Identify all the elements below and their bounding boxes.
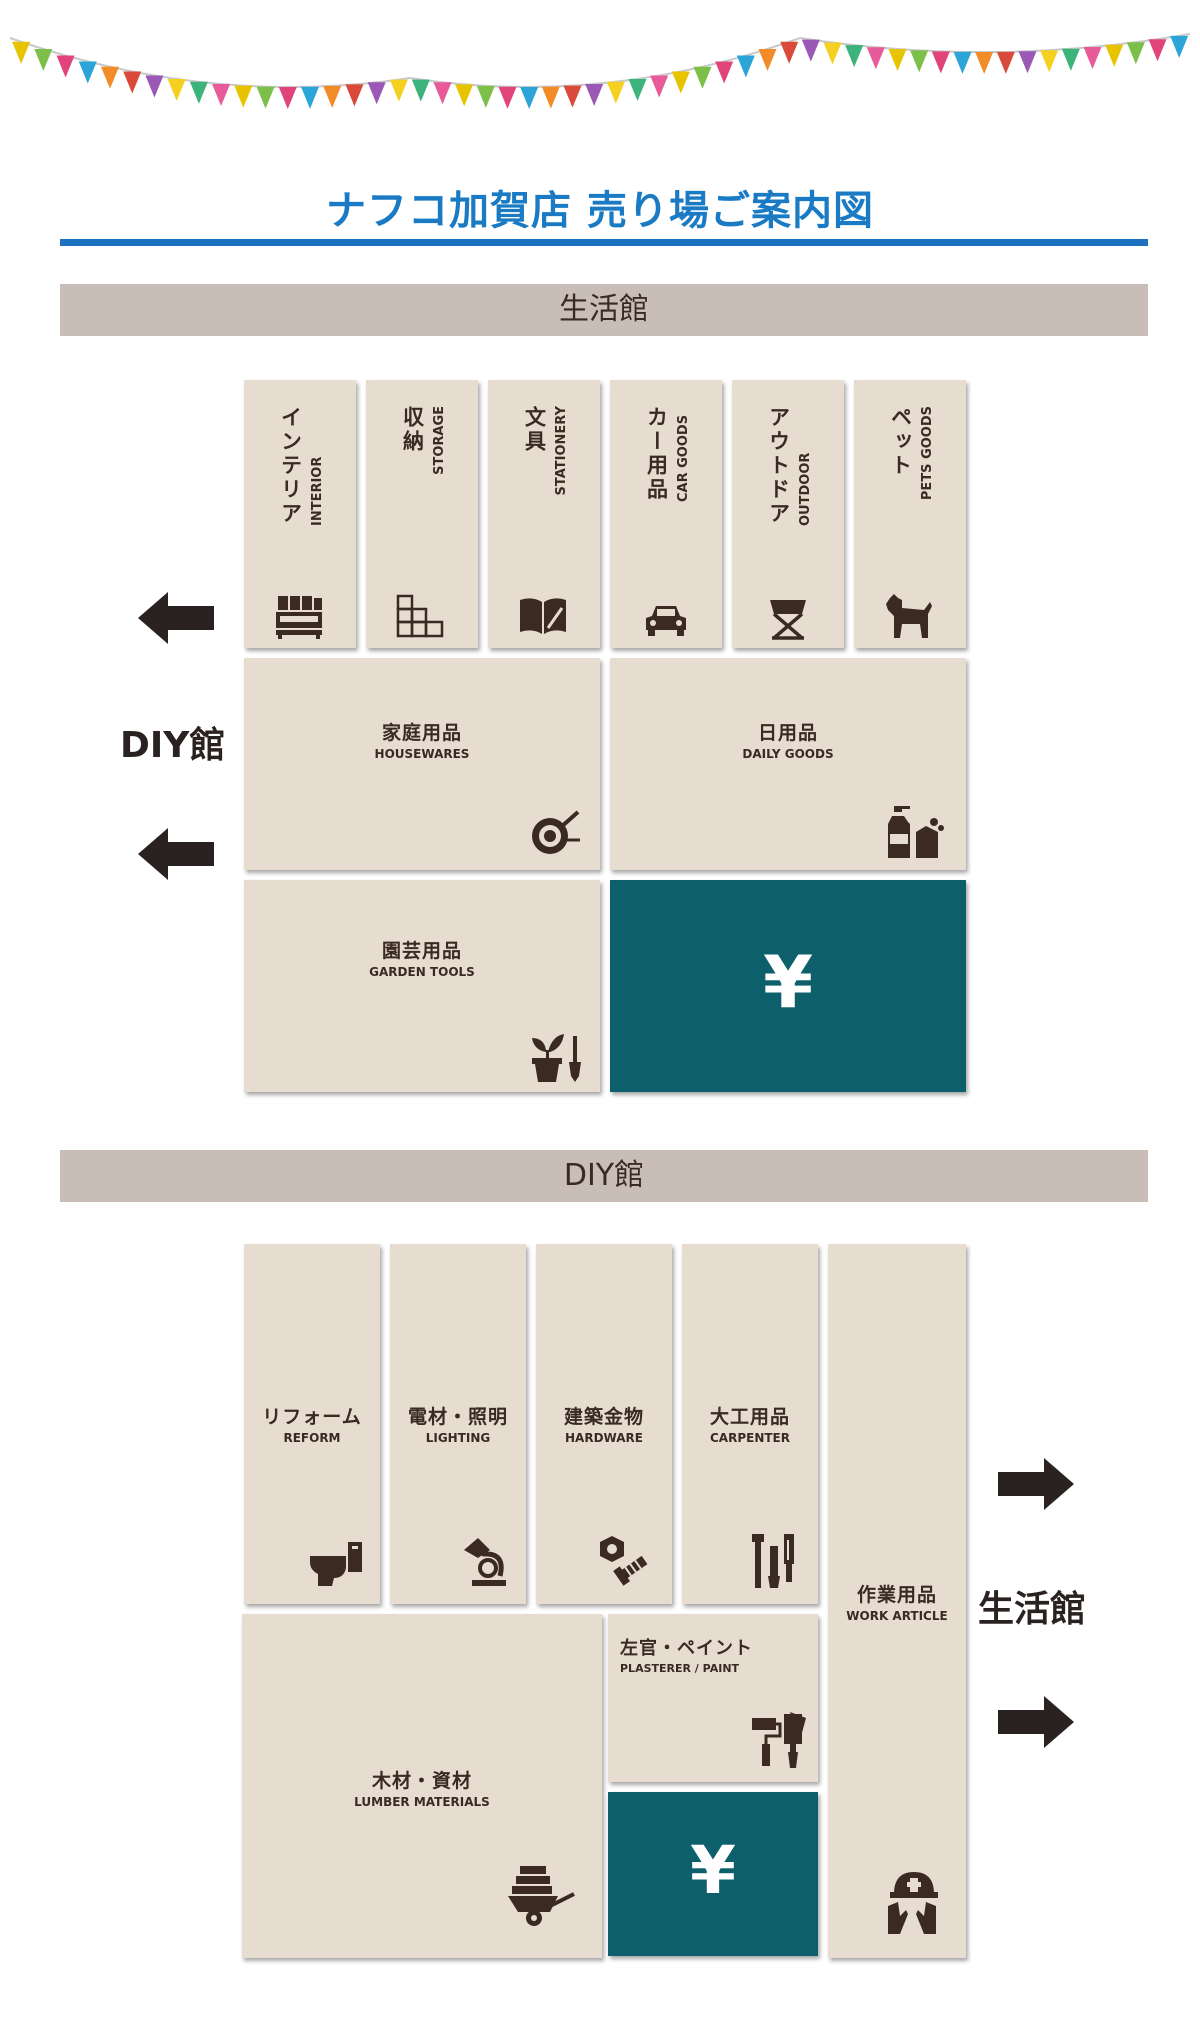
tile-label-jp: 大工用品 bbox=[709, 1406, 790, 1428]
side-label-diy: DIY館 bbox=[120, 725, 226, 766]
tile-label-jp: 作業用品 bbox=[856, 1584, 937, 1606]
arrow-left-icon bbox=[138, 828, 214, 880]
tile-label-en: PLASTERER / PAINT bbox=[620, 1662, 740, 1675]
tile-work-article[interactable]: 作業用品 WORK ARTICLE bbox=[828, 1244, 966, 1958]
bunting-decoration bbox=[9, 33, 1191, 109]
arrow-right-icon bbox=[998, 1696, 1074, 1748]
dog-icon bbox=[886, 594, 932, 638]
bottles-icon bbox=[888, 806, 944, 858]
shelf-icon bbox=[396, 594, 444, 638]
tile-lighting[interactable]: 電材・照明 LIGHTING bbox=[390, 1244, 526, 1604]
tile-label-en: HOUSEWARES bbox=[374, 747, 470, 761]
tile-daily-goods[interactable]: 日用品 DAILY GOODS bbox=[610, 658, 966, 870]
tile-label-jp: 木材・資材 bbox=[371, 1770, 472, 1792]
tile-label-jp: 文具 bbox=[522, 406, 547, 454]
tile-carpenter[interactable]: 大工用品 CARPENTER bbox=[682, 1244, 818, 1604]
cash-register[interactable]: ¥ bbox=[608, 1792, 818, 1956]
yen-icon: ¥ bbox=[762, 940, 814, 1024]
tile-label-jp: アウトドア bbox=[766, 406, 791, 526]
tile-label-en: PETS GOODS bbox=[919, 406, 935, 501]
tile-label-en: STORAGE bbox=[431, 406, 447, 475]
tile-label-en: GARDEN TOOLS bbox=[369, 965, 475, 979]
tile-label-en: LUMBER MATERIALS bbox=[354, 1795, 490, 1809]
tile-label-jp: 左官・ペイント bbox=[620, 1638, 753, 1659]
bolt-nut-icon bbox=[600, 1536, 648, 1586]
wheelbarrow-icon bbox=[508, 1866, 575, 1926]
tile-stationery[interactable]: 文具 STATIONERY bbox=[488, 380, 600, 648]
yen-icon: ¥ bbox=[690, 1832, 736, 1909]
section-header-seikatsu: 生活館 bbox=[60, 284, 1148, 336]
tile-label-jp: インテリア bbox=[278, 406, 303, 526]
car-icon bbox=[646, 606, 686, 636]
tile-label-en: OUTDOOR bbox=[797, 452, 813, 526]
tile-label-en: STATIONERY bbox=[553, 406, 569, 496]
tile-reform[interactable]: リフォーム REFORM bbox=[244, 1244, 380, 1604]
tile-label-jp: 家庭用品 bbox=[381, 722, 462, 744]
tile-label-jp: 建築金物 bbox=[563, 1406, 644, 1428]
book-icon bbox=[520, 598, 566, 634]
section-header-diy: DIY館 bbox=[60, 1150, 1148, 1202]
tile-hardware[interactable]: 建築金物 HARDWARE bbox=[536, 1244, 672, 1604]
arrow-right-icon bbox=[998, 1458, 1074, 1510]
cash-register[interactable]: ¥ bbox=[610, 880, 966, 1092]
tile-label-en: WORK ARTICLE bbox=[846, 1609, 948, 1623]
title-rule bbox=[60, 239, 1148, 246]
tile-car-goods[interactable]: カー用品 CAR GOODS bbox=[610, 380, 722, 648]
tile-label-en: LIGHTING bbox=[425, 1431, 491, 1445]
tile-label-jp: 日用品 bbox=[757, 722, 818, 744]
tile-label-jp: 園芸用品 bbox=[381, 940, 462, 962]
tile-label-en: DAILY GOODS bbox=[742, 747, 834, 761]
tools-icon bbox=[752, 1534, 794, 1588]
tile-pets[interactable]: ペット PETS GOODS bbox=[854, 380, 966, 648]
tile-label-jp: リフォーム bbox=[262, 1406, 362, 1428]
page-title: ナフコ加賀店 売り場ご案内図 bbox=[326, 188, 874, 234]
paint-roller-icon bbox=[752, 1712, 806, 1768]
tile-outdoor[interactable]: アウトドア OUTDOOR bbox=[732, 380, 844, 648]
side-label-seikatsu: 生活館 bbox=[978, 1589, 1087, 1630]
camp-chair-icon bbox=[770, 600, 806, 640]
helmet-gloves-icon bbox=[888, 1872, 938, 1934]
tile-storage[interactable]: 収納 STORAGE bbox=[366, 380, 478, 648]
tile-label-jp: 電材・照明 bbox=[407, 1406, 508, 1428]
tile-interior[interactable]: インテリア INTERIOR bbox=[244, 380, 356, 648]
toilet-icon bbox=[310, 1542, 362, 1586]
tile-garden-tools[interactable]: 園芸用品 GARDEN TOOLS bbox=[244, 880, 600, 1092]
arrow-left-icon bbox=[138, 592, 214, 644]
pan-icon bbox=[532, 810, 580, 854]
tile-label-jp: カー用品 bbox=[644, 406, 669, 502]
tile-label-jp: 収納 bbox=[400, 406, 425, 454]
tile-label-en: HARDWARE bbox=[565, 1431, 643, 1445]
tile-housewares[interactable]: 家庭用品 HOUSEWARES bbox=[244, 658, 600, 870]
tile-label-en: CARPENTER bbox=[710, 1431, 790, 1445]
tile-label-en: REFORM bbox=[283, 1431, 341, 1445]
tile-label-en: INTERIOR bbox=[309, 456, 325, 526]
desk-lamp-icon bbox=[464, 1538, 506, 1586]
tile-label-jp: ペット bbox=[888, 406, 913, 478]
tile-plasterer-paint[interactable]: 左官・ペイント PLASTERER / PAINT bbox=[608, 1614, 818, 1782]
sofa-icon bbox=[276, 596, 322, 639]
tile-label-en: CAR GOODS bbox=[675, 414, 691, 502]
tile-lumber-materials[interactable]: 木材・資材 LUMBER MATERIALS bbox=[242, 1614, 602, 1958]
plant-pot-icon bbox=[532, 1034, 581, 1082]
